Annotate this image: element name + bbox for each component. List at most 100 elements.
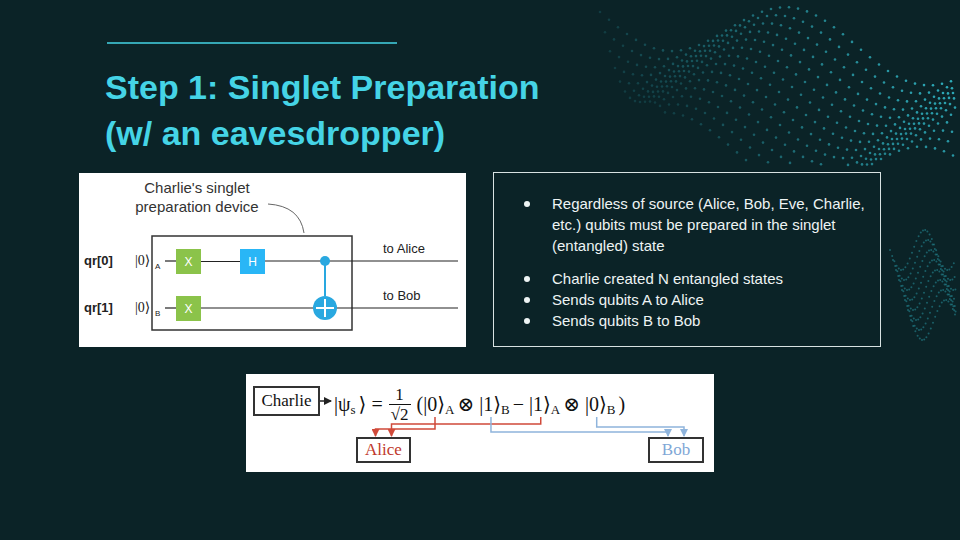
deco-dot — [865, 69, 868, 72]
deco-dot — [842, 33, 845, 36]
deco-dot — [695, 55, 698, 58]
deco-dot — [677, 65, 680, 68]
deco-dot — [703, 88, 706, 91]
deco-dot — [709, 49, 712, 52]
deco-dot — [735, 118, 738, 121]
deco-dot — [731, 36, 734, 39]
deco-dot — [777, 60, 780, 63]
deco-dot — [931, 238, 933, 240]
deco-dot — [917, 319, 919, 321]
deco-dot — [914, 82, 917, 85]
deco-dot — [932, 272, 934, 274]
deco-dot — [722, 124, 725, 127]
name-label: Charlie — [261, 391, 311, 411]
deco-dot — [866, 163, 869, 166]
deco-dot — [931, 259, 933, 261]
deco-dot — [909, 127, 912, 130]
deco-dot — [713, 117, 716, 120]
deco-dot — [928, 333, 930, 335]
deco-dot — [752, 14, 755, 17]
deco-dot — [914, 127, 917, 130]
fraction: 1√2 — [389, 385, 411, 424]
wire — [165, 260, 176, 261]
deco-dot — [786, 66, 789, 69]
deco-dot — [915, 278, 917, 280]
deco-dot — [699, 50, 702, 53]
deco-dot — [946, 269, 948, 271]
deco-dot — [944, 268, 946, 270]
deco-dot — [896, 138, 899, 141]
deco-dot — [668, 103, 671, 106]
deco-dot — [680, 49, 683, 52]
deco-dot — [937, 279, 939, 281]
deco-dot — [778, 91, 781, 94]
circuit-label: A — [155, 262, 160, 271]
deco-dot — [904, 266, 906, 268]
deco-dot — [952, 154, 955, 157]
deco-dot — [945, 299, 947, 301]
deco-dot — [802, 21, 805, 24]
deco-dot — [622, 44, 625, 47]
deco-dot — [947, 140, 950, 143]
deco-dot — [667, 92, 670, 95]
name-box: Alice — [356, 437, 411, 463]
deco-dot — [799, 61, 802, 64]
circuit-label: |0⟩ — [135, 252, 150, 269]
deco-dot — [920, 282, 922, 284]
deco-dot — [812, 56, 815, 59]
equation-part: − |1⟩ — [513, 392, 551, 416]
deco-dot — [758, 30, 761, 33]
deco-dot — [910, 286, 912, 288]
deco-dot — [741, 47, 744, 50]
deco-dot — [952, 308, 954, 310]
deco-dot — [716, 81, 719, 84]
deco-dot — [835, 91, 838, 94]
deco-dot — [757, 121, 760, 124]
deco-dot — [744, 26, 747, 29]
bullet-dot — [524, 318, 530, 324]
deco-dot — [642, 88, 645, 91]
deco-dot — [922, 313, 924, 315]
deco-dot — [930, 249, 932, 251]
deco-dot — [925, 146, 928, 149]
deco-dot — [833, 156, 836, 159]
deco-dot — [793, 17, 796, 20]
ket-arrow — [392, 417, 541, 436]
deco-dot — [943, 275, 945, 277]
deco-dot — [765, 96, 768, 99]
deco-dot — [736, 151, 739, 154]
deco-dot — [623, 71, 626, 74]
deco-dot — [923, 339, 925, 341]
deco-dot — [708, 101, 711, 104]
deco-dot — [905, 79, 908, 82]
deco-dot — [745, 159, 748, 162]
deco-dot — [930, 290, 932, 292]
deco-dot — [806, 10, 809, 13]
deco-dot — [883, 148, 886, 151]
deco-dot — [732, 47, 735, 50]
deco-dot — [682, 65, 685, 68]
deco-dot — [705, 55, 708, 58]
deco-dot — [728, 55, 731, 58]
deco-dot — [891, 255, 893, 257]
deco-dot — [748, 113, 751, 116]
cnot-plus — [316, 307, 334, 309]
deco-dot — [858, 120, 861, 123]
deco-dot — [762, 141, 765, 144]
deco-dot — [932, 251, 934, 253]
deco-dot — [698, 44, 701, 47]
deco-dot — [927, 280, 929, 282]
deco-dot — [696, 60, 699, 63]
deco-dot — [934, 316, 936, 318]
deco-dot — [658, 96, 661, 99]
deco-dot — [802, 156, 805, 159]
deco-dot — [870, 87, 873, 90]
deco-dot — [950, 288, 952, 290]
deco-dot — [624, 90, 627, 93]
deco-dot — [912, 325, 914, 327]
deco-dot — [676, 56, 679, 59]
deco-dot — [780, 156, 783, 159]
name-box: Bob — [648, 437, 704, 463]
deco-dot — [923, 242, 925, 244]
equation-part: ⟩ = — [359, 392, 383, 416]
